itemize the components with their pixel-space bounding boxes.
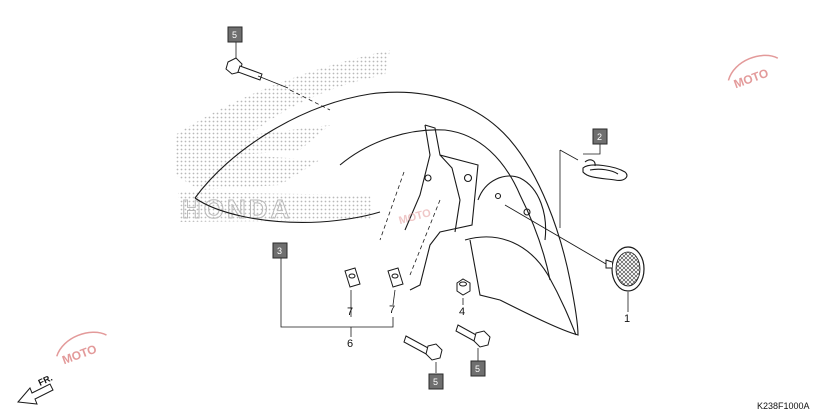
bolt-top-shank [237, 65, 263, 81]
callout-clip-left: 7 [347, 306, 353, 318]
honda-logo-text: HONDA [182, 194, 292, 224]
reflector-leader [504, 204, 607, 265]
leader-lines [235, 42, 629, 373]
callout-nut: 4 [459, 306, 465, 318]
watermark-center: MOTO [398, 207, 433, 227]
front-fender [194, 91, 579, 336]
ref-box-bolt-top: 5 [227, 26, 243, 43]
bracket-front-edge [404, 124, 431, 231]
ref-box-bolt-bottom-right: 5 [470, 360, 486, 377]
watermark-top-right: MOTO [727, 54, 779, 91]
svg-text:3: 3 [277, 246, 282, 256]
wing-logo-band [178, 192, 372, 222]
fender-mount-hole-2 [523, 208, 531, 216]
ref-box-fender: 3 [272, 242, 288, 259]
watermark-swoosh-icon-2 [56, 331, 107, 357]
front-direction-indicator: FR. [17, 373, 54, 405]
bracket-bolt-hole-upper [463, 173, 473, 183]
grommet-body [582, 164, 628, 181]
fender-mount-hole-1 [494, 192, 502, 200]
clip-left [344, 267, 361, 288]
svg-text:5: 5 [232, 30, 237, 40]
reflector-part [504, 204, 645, 292]
wing-logo-dots [175, 50, 390, 190]
alignment-guides [289, 89, 441, 276]
fender-inner-curve [339, 129, 551, 281]
fender-lower-rear [464, 236, 577, 336]
svg-text:MOTO: MOTO [60, 342, 98, 367]
watermark-bottom-left: MOTO [56, 331, 107, 367]
bracket-plate [409, 124, 479, 291]
grommet-clip [584, 159, 596, 167]
bolt-bottom-left [403, 335, 443, 361]
bracket-bolt-hole-lower [424, 174, 432, 182]
fender-rear-skirt [469, 239, 501, 301]
callout-reflector: 1 [624, 313, 630, 325]
watermark-swoosh-icon [727, 54, 779, 81]
ref-box-grommet: 2 [592, 128, 608, 145]
fender-center-recess [477, 175, 547, 241]
figure-code: K238F1000A [757, 401, 810, 411]
fender-outer-outline [194, 91, 579, 336]
honda-wing-logo: HONDA [175, 50, 390, 225]
grommet-part [582, 159, 628, 181]
reflector-stud [605, 259, 613, 269]
svg-text:MOTO: MOTO [398, 207, 433, 227]
svg-text:5: 5 [433, 377, 438, 387]
fender-bracket [404, 124, 531, 291]
front-arrow-icon [17, 383, 54, 405]
bracket-tab [439, 154, 461, 233]
reflector-lens [615, 251, 641, 287]
front-arrow-label: FR. [37, 373, 54, 388]
fender-front-edge [194, 197, 381, 223]
callout-clip-set: 6 [347, 338, 353, 350]
svg-text:5: 5 [475, 364, 480, 374]
bolt-top [225, 57, 263, 81]
grommet-inner [589, 168, 619, 175]
ref-box-bolt-bottom-left: 5 [428, 373, 444, 390]
nut-part [456, 278, 471, 296]
svg-text:2: 2 [597, 132, 602, 142]
clip-right [387, 267, 404, 288]
svg-text:MOTO: MOTO [732, 66, 770, 91]
callout-clip-right: 7 [389, 304, 395, 316]
bolt-bottom-right [455, 324, 491, 348]
